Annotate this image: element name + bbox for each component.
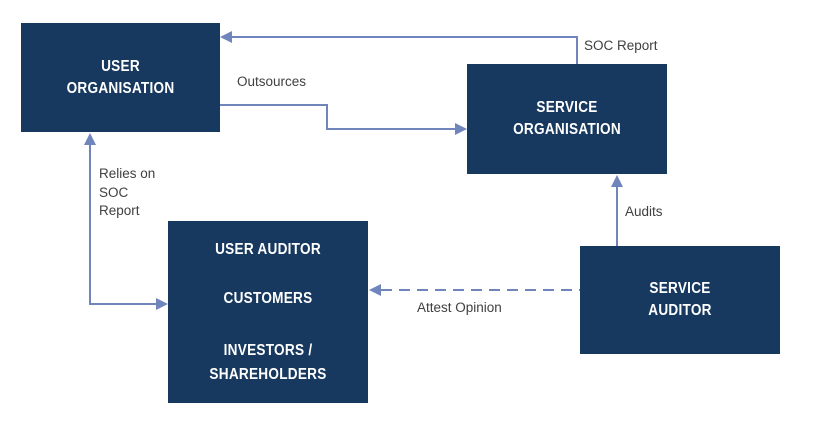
node-text-line: ORGANISATION	[66, 79, 175, 97]
relies-line-horizontal	[89, 303, 156, 305]
node-user-auditor-customers-investors: USER AUDITOR CUSTOMERS INVESTORS / SHARE…	[168, 221, 368, 403]
attest-opinion-label: Attest Opinion	[417, 300, 502, 315]
node-user-organisation-label: USER ORGANISATION	[36, 56, 205, 100]
relies-arrowhead-right	[156, 298, 168, 310]
attest-opinion-arrowhead-left	[369, 284, 381, 296]
outsources-label: Outsources	[237, 74, 307, 89]
node-user-auditor-label: USER AUDITOR CUSTOMERS INVESTORS / SHARE…	[183, 239, 353, 386]
node-user-organisation: USER ORGANISATION	[21, 23, 220, 132]
node-service-auditor-label: SERVICE AUDITOR	[595, 278, 765, 322]
soc-report-label: SOC Report	[584, 38, 658, 53]
outsources-line-horizontal-1	[220, 104, 327, 106]
node-text-line: SERVICE	[536, 99, 598, 116]
relies-arrowhead-up	[84, 133, 96, 145]
attest-opinion-dashed-line	[381, 289, 580, 291]
soc-report-line-horizontal	[231, 36, 577, 38]
audits-label: Audits	[625, 204, 663, 219]
node-service-organisation: SERVICE ORGANISATION	[467, 64, 667, 174]
soc-report-line-vertical	[576, 36, 578, 64]
node-service-auditor: SERVICE AUDITOR	[580, 246, 780, 354]
outsources-arrowhead-right	[455, 123, 467, 135]
node-text-line: CUSTOMERS	[223, 289, 313, 307]
audits-line-vertical	[616, 186, 618, 246]
audits-arrowhead-up	[611, 175, 623, 187]
node-text-line: USER AUDITOR	[215, 240, 321, 258]
relies-line-vertical	[89, 144, 91, 304]
node-text-line: SERVICE	[649, 280, 711, 297]
outsources-line-vertical	[326, 104, 328, 130]
node-text-line: USER	[101, 57, 140, 75]
node-service-organisation-label: SERVICE ORGANISATION	[482, 97, 652, 141]
node-text-line: INVESTORS /	[223, 341, 313, 359]
node-text-line: ORGANISATION	[513, 121, 621, 138]
node-text-line: SHAREHOLDERS	[209, 365, 327, 383]
outsources-line-horizontal-2	[326, 128, 455, 130]
soc-report-arrowhead-left	[220, 31, 232, 43]
relies-on-soc-report-label: Relies on SOC Report	[99, 166, 156, 218]
node-text-line: AUDITOR	[648, 302, 712, 319]
